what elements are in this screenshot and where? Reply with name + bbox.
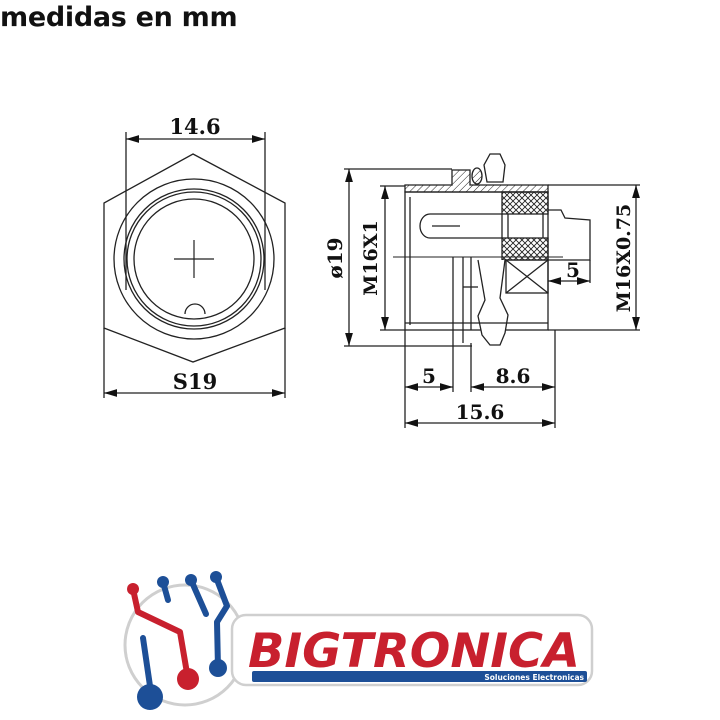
center-mark xyxy=(174,240,214,278)
side-view xyxy=(344,153,640,428)
front-view xyxy=(103,132,286,398)
dim-total-length-label: 15.6 xyxy=(456,400,505,424)
logo-banner xyxy=(230,613,594,687)
hex-nut-outline xyxy=(103,153,286,363)
dim-rear-length-label: 8.6 xyxy=(496,364,531,388)
logo-tagline: Soluciones Electronicas xyxy=(484,673,584,682)
dim-front-length-label: 5 xyxy=(422,364,436,388)
dim-pin-offset-label: 5 xyxy=(566,258,580,282)
logo-underline xyxy=(252,671,587,682)
logo-wordmark: BIGTRONICA xyxy=(248,624,580,679)
dim-thread-front-label: M16X1 xyxy=(360,220,382,295)
page-title: medidas en mm xyxy=(0,2,238,33)
dim-thread-rear-label: M16X0.75 xyxy=(613,204,635,313)
dim-hex-label: S19 xyxy=(173,369,217,394)
dim-width-label: 14.6 xyxy=(169,114,220,139)
dim-diameter-label: ø19 xyxy=(323,237,347,278)
bigtronica-logo: BIGTRONICA Soluciones Electronicas xyxy=(123,571,594,710)
